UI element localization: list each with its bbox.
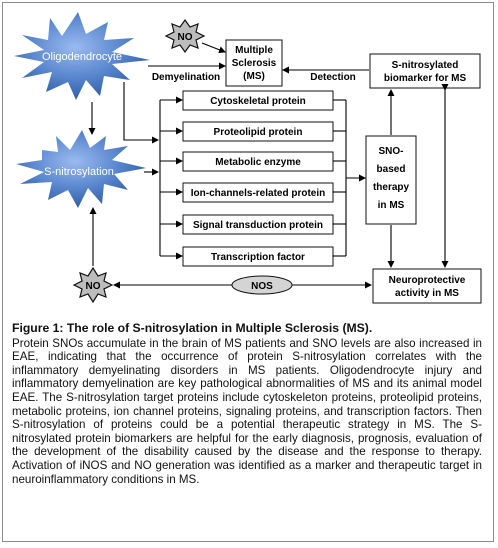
ms-label-line3: (MS) — [243, 71, 265, 82]
arrow-oligo-to-targets — [123, 82, 159, 144]
target-box-2: Proteolipid protein — [182, 121, 334, 142]
ms-label-line1: Multiple — [235, 45, 273, 56]
target-box-5: Signal transduction protein — [182, 214, 334, 235]
target-label-signal: Signal transduction protein — [193, 220, 323, 231]
no-burst-bottom: NO — [72, 266, 114, 304]
sno-label-line1: SNO- — [379, 146, 404, 157]
s-nitrosylation-label: S-nitrosylation — [44, 166, 114, 178]
arrow-no-to-ms — [201, 42, 226, 54]
oligodendrocyte-label: Oligodendrocyte — [42, 51, 122, 63]
target-box-6: Transcription factor — [182, 246, 334, 267]
target-box-1: Cytoskeletal protein — [182, 90, 334, 111]
nos-label: NOS — [251, 281, 273, 292]
target-label-transcription: Transcription factor — [211, 252, 305, 263]
target-box-4: Ion-channels-related protein — [182, 182, 334, 203]
nos-ellipse: NOS — [231, 275, 293, 295]
target-label-cytoskeletal: Cytoskeletal protein — [210, 96, 306, 107]
target-box-3: Metabolic enzyme — [182, 151, 334, 172]
target-label-ion-channels: Ion-channels-related protein — [191, 188, 325, 199]
target-label-metabolic: Metabolic enzyme — [215, 157, 301, 168]
oligodendrocyte-shape: Oligodendrocyte — [14, 12, 150, 100]
diagram: Oligodendrocyte S-nitrosylation NO NO NO… — [14, 12, 482, 304]
ms-label-line2: Sclerosis — [232, 58, 277, 69]
arrows — [88, 42, 449, 289]
target-label-proteolipid: Proteolipid protein — [214, 127, 303, 138]
sno-label-line2: based — [377, 164, 406, 175]
sno-therapy-box: SNO- based therapy in MS — [365, 135, 417, 225]
caption-body: Protein SNOs accumulate in the brain of … — [12, 336, 482, 486]
no-label-bottom: NO — [86, 281, 101, 292]
figure-caption: Figure 1: The role of S-nitrosylation in… — [12, 321, 482, 486]
sno-label-line4: in MS — [378, 200, 405, 211]
biomarker-box: S-nitrosylated biomarker for MS — [369, 53, 481, 89]
ms-box: Multiple Sclerosis (MS) — [225, 39, 283, 87]
detection-label: Detection — [310, 72, 356, 83]
no-burst-top: NO — [164, 18, 206, 54]
demyelination-label: Demyelination — [152, 72, 220, 83]
neuroprotective-label-line1: Neuroprotective — [389, 275, 466, 286]
neuroprotective-box: Neuroprotective activity in MS — [372, 268, 482, 304]
biomarker-label-line1: S-nitrosylated — [392, 60, 459, 71]
no-label-top: NO — [178, 32, 193, 43]
sno-label-line3: therapy — [373, 182, 410, 193]
neuroprotective-label-line2: activity in MS — [395, 288, 459, 299]
s-nitrosylation-shape: S-nitrosylation — [16, 130, 146, 208]
biomarker-label-line2: biomarker for MS — [384, 73, 467, 84]
caption-title: Figure 1: The role of S-nitrosylation in… — [12, 321, 373, 335]
